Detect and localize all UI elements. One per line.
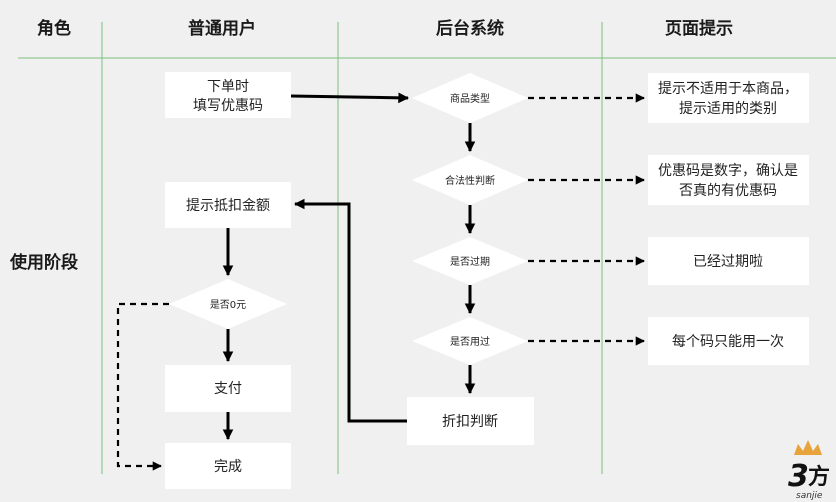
order-box-line2: 填写优惠码 — [193, 98, 263, 114]
type-check-diamond: 商品类型 — [412, 73, 528, 123]
logo-sub: sanjie — [796, 491, 823, 501]
used-check-diamond: 是否用过 — [412, 317, 528, 365]
discount-box: 提示抵扣金额 — [165, 182, 291, 228]
zero-check-label: 是否0元 — [210, 299, 246, 311]
sanjie-logo: 3 方 sanjie — [788, 440, 830, 501]
tip-valid-box: 优惠码是数字，确认是 否真的有优惠码 — [648, 155, 809, 205]
stage-label: 使用阶段 — [9, 252, 78, 273]
arrow-order-to-type — [290, 92, 410, 104]
tip-expired-box: 已经过期啦 — [648, 237, 809, 285]
tip-type-line1: 提示不适用于本商品， — [658, 81, 798, 97]
header-role: 角色 — [37, 18, 71, 39]
validity-check-diamond: 合法性判断 — [412, 155, 528, 205]
order-box-line1: 下单时 — [207, 79, 249, 95]
expiry-check-label: 是否过期 — [450, 255, 490, 268]
crown-icon — [794, 440, 822, 455]
tip-used-label: 每个码只能用一次 — [672, 334, 784, 350]
type-check-label: 商品类型 — [450, 92, 490, 105]
tip-used-box: 每个码只能用一次 — [648, 317, 809, 365]
discount-judge-label: 折扣判断 — [442, 414, 498, 430]
expiry-check-diamond: 是否过期 — [412, 237, 528, 285]
logo-mark: 3 — [788, 459, 809, 494]
logo-partial: 方 — [808, 464, 830, 490]
tip-type-box: 提示不适用于本商品， 提示适用的类别 — [648, 73, 809, 123]
dashed-arrow-zero-to-done — [116, 302, 169, 471]
zero-check-diamond: 是否0元 — [169, 279, 287, 329]
done-box-label: 完成 — [214, 459, 242, 475]
tip-type-line2: 提示适用的类别 — [679, 101, 777, 117]
header-backend: 后台系统 — [436, 18, 504, 39]
tip-expired-label: 已经过期啦 — [693, 253, 763, 270]
arrow-judge-to-discount — [293, 198, 407, 423]
header-page: 页面提示 — [665, 19, 733, 39]
order-box: 下单时 填写优惠码 — [165, 72, 291, 118]
discount-box-label: 提示抵扣金额 — [186, 198, 270, 214]
pay-box: 支付 — [165, 365, 291, 412]
tip-valid-line2: 否真的有优惠码 — [679, 183, 777, 199]
pay-box-label: 支付 — [214, 381, 242, 397]
used-check-label: 是否用过 — [450, 335, 490, 348]
header-user: 普通用户 — [188, 18, 256, 39]
tip-valid-line1: 优惠码是数字，确认是 — [658, 163, 798, 179]
done-box: 完成 — [165, 443, 291, 489]
validity-check-label: 合法性判断 — [445, 174, 495, 187]
discount-judge-box: 折扣判断 — [407, 397, 534, 445]
